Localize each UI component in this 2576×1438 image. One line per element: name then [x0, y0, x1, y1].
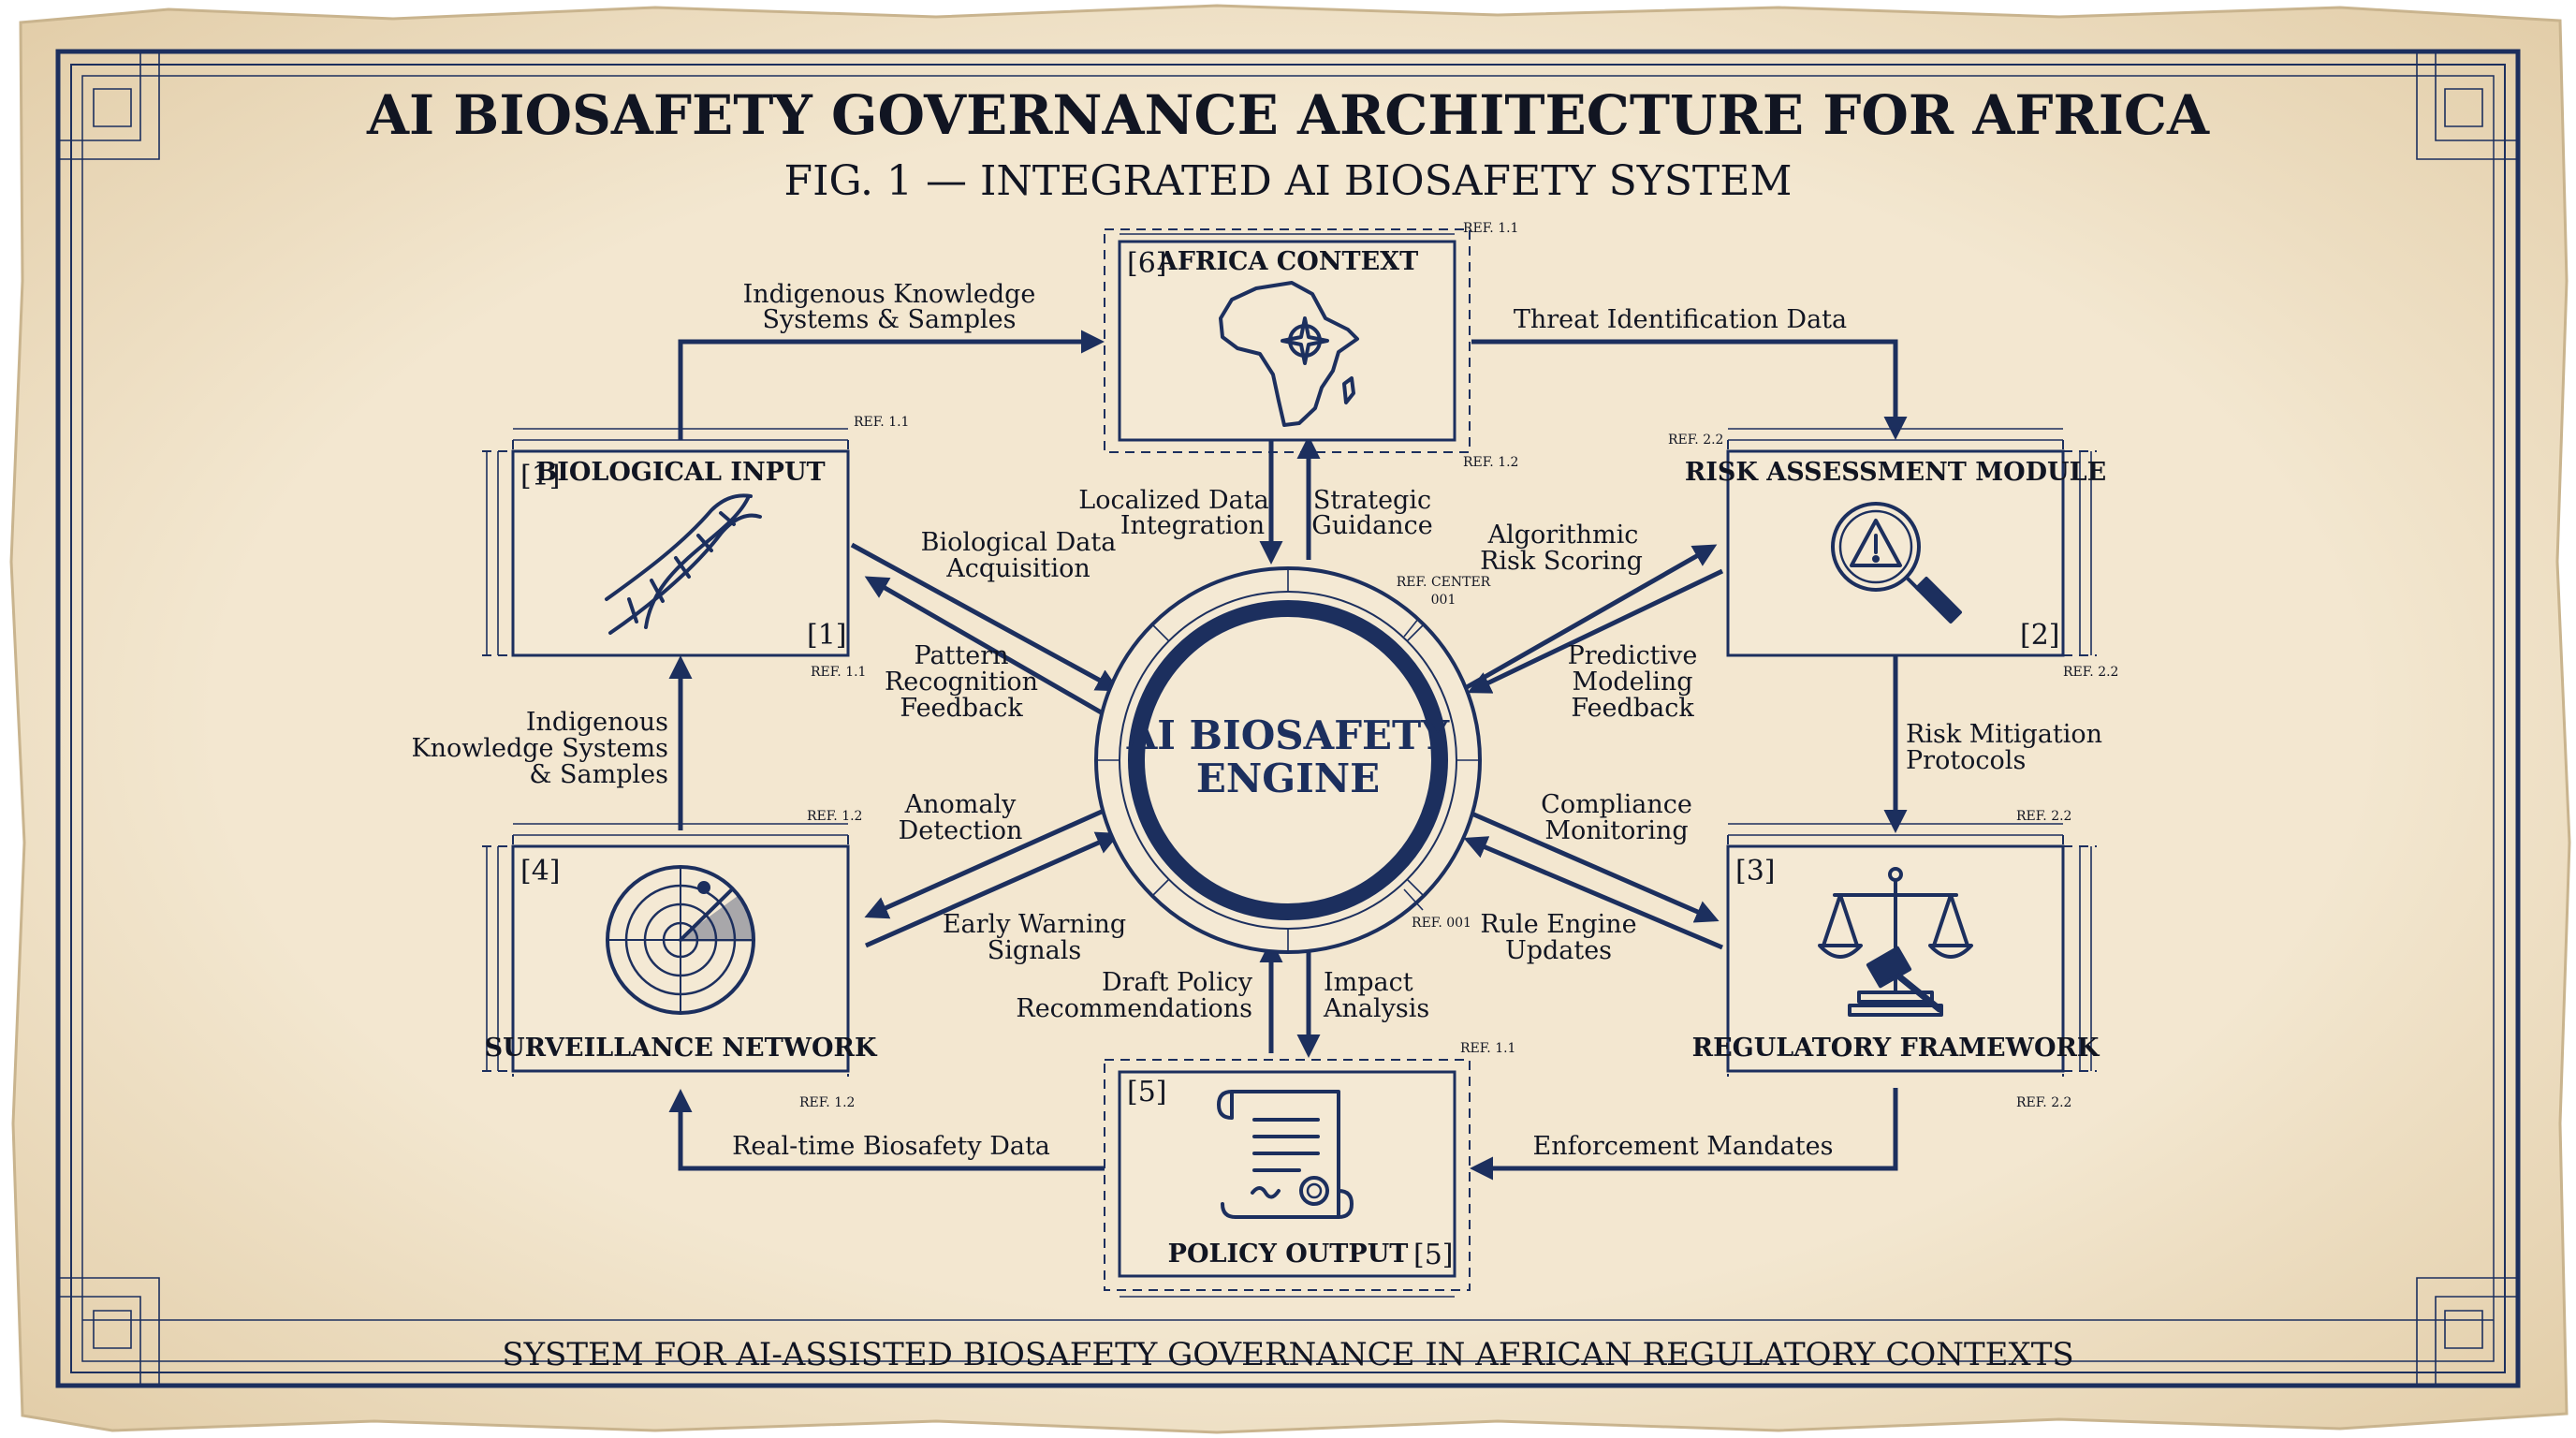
engine-label-line1: AI BIOSAFETY [1126, 712, 1451, 758]
label-pattern-1: Pattern [914, 641, 1008, 670]
label-risk-mitigation-1: Risk Mitigation [1906, 720, 2102, 749]
label-draft-policy-2: Recommendations [1016, 994, 1252, 1023]
label-risk-mitigation-2: Protocols [1906, 746, 2026, 775]
label-strategic-2: Guidance [1311, 511, 1432, 540]
label-anomaly-2: Detection [899, 816, 1023, 845]
label-enforcement: Enforcement Mandates [1533, 1132, 1834, 1161]
policy-num2: [5] [1413, 1239, 1454, 1271]
risk-ref-bottom: REF. 2.2 [2063, 665, 2118, 680]
surv-title: SURVEILLANCE NETWORK [485, 1034, 878, 1063]
box-policy-output: [5] [5] POLICY OUTPUT REF. 1.1 [1104, 1041, 1515, 1298]
label-early-warning-1: Early Warning [943, 910, 1126, 939]
bio-title: BIOLOGICAL INPUT [535, 458, 825, 487]
surv-ref-top: REF. 1.2 [807, 809, 862, 824]
africa-ref-top: REF. 1.1 [1463, 221, 1518, 236]
label-localized-1: Localized Data [1078, 486, 1268, 515]
label-compliance-2: Monitoring [1544, 816, 1688, 845]
label-predictive-1: Predictive [1568, 641, 1698, 670]
label-indigenous-left-1: Indigenous [526, 708, 668, 737]
diagram-subtitle: FIG. 1 — INTEGRATED AI BIOSAFETY SYSTEM [784, 157, 1793, 205]
surv-num: [4] [520, 855, 561, 888]
africa-map-compass-icon [1219, 281, 1359, 427]
reg-ref-top: REF. 2.2 [2016, 809, 2071, 824]
bio-num: [1] [520, 460, 561, 492]
box-risk-assessment: RISK ASSESSMENT MODULE [2] REF. 2.2 REF.… [1668, 428, 2118, 680]
diagram-title: AI BIOSAFETY GOVERNANCE ARCHITECTURE FOR… [366, 83, 2210, 147]
label-rule-engine-2: Updates [1505, 936, 1612, 965]
engine-ref-center-num: 001 [1431, 593, 1456, 608]
connector-labels: Indigenous Knowledge Systems & Samples T… [411, 280, 2102, 1161]
bio-ref-bottom: REF. 1.1 [811, 665, 866, 680]
scales-gavel-icon [1818, 867, 1973, 1017]
reg-title: REGULATORY FRAMEWORK [1692, 1034, 2100, 1063]
surv-ref-bottom: REF. 1.2 [799, 1095, 855, 1110]
label-impact-1: Impact [1324, 968, 1413, 997]
label-bio-acq-2: Acquisition [945, 554, 1090, 583]
label-predictive-2: Modeling [1572, 668, 1692, 697]
label-pattern-3: Feedback [900, 694, 1023, 723]
label-indigenous-left-2: Knowledge Systems [411, 734, 668, 763]
warning-magnifier-icon [1831, 502, 1962, 624]
box-africa-context: [6] AFRICA CONTEXT REF. 1.1 REF. 1.2 [1104, 221, 1518, 470]
engine-ref: REF. 001 [1412, 916, 1471, 931]
box-biological-input: [1] BIOLOGICAL INPUT [1] REF. 1.1 REF. 1… [482, 415, 909, 680]
label-algorithmic-2: Risk Scoring [1480, 547, 1643, 576]
label-threat: Threat Identification Data [1514, 305, 1847, 334]
bio-num2: [1] [807, 619, 847, 652]
ai-biosafety-engine: AI BIOSAFETY ENGINE REF. CENTER 001 REF.… [1094, 566, 1491, 954]
risk-title: RISK ASSESSMENT MODULE [1685, 458, 2106, 487]
bio-ref-top: REF. 1.1 [854, 415, 909, 430]
label-strategic-1: Strategic [1313, 486, 1431, 515]
box-surveillance: [4] SURVEILLANCE NETWORK REF. 1.2 REF. 1… [482, 809, 878, 1110]
risk-ref-top: REF. 2.2 [1668, 433, 1723, 448]
label-indigenous-top-1: Indigenous Knowledge [743, 280, 1036, 309]
policy-title: POLICY OUTPUT [1168, 1240, 1409, 1269]
connector-arrows [668, 330, 1908, 1181]
label-indigenous-left-3: & Samples [529, 760, 668, 789]
diagram-footer: SYSTEM FOR AI-ASSISTED BIOSAFETY GOVERNA… [502, 1336, 2073, 1373]
reg-num: [3] [1735, 855, 1776, 888]
africa-ref-bottom: REF. 1.2 [1463, 455, 1518, 470]
document-seal-icon [1217, 1090, 1354, 1219]
box-regulatory: [3] REGULATORY FRAMEWORK REF. 2.2 REF. 2… [1692, 809, 2100, 1110]
label-realtime: Real-time Biosafety Data [732, 1132, 1050, 1161]
label-predictive-3: Feedback [1571, 694, 1694, 723]
label-localized-2: Integration [1120, 511, 1265, 540]
africa-title: AFRICA CONTEXT [1157, 247, 1418, 276]
label-compliance-1: Compliance [1541, 790, 1692, 819]
label-bio-acq-1: Biological Data [921, 528, 1117, 557]
engine-label-line2: ENGINE [1196, 756, 1380, 801]
africa-num: [6] [1127, 247, 1167, 280]
policy-num: [5] [1127, 1076, 1167, 1108]
label-impact-2: Analysis [1323, 994, 1429, 1023]
decorative-frame [55, 49, 2521, 1388]
label-anomaly-1: Anomaly [904, 790, 1017, 819]
label-indigenous-top-2: Systems & Samples [762, 305, 1016, 334]
reg-ref-bottom: REF. 2.2 [2016, 1095, 2071, 1110]
policy-ref-top: REF. 1.1 [1460, 1041, 1515, 1056]
label-pattern-2: Recognition [885, 668, 1038, 697]
label-rule-engine-1: Rule Engine [1480, 910, 1636, 939]
engine-ref-center: REF. CENTER [1397, 575, 1491, 590]
label-draft-policy-1: Draft Policy [1102, 968, 1253, 997]
radar-icon [606, 865, 755, 1015]
label-early-warning-2: Signals [988, 936, 1081, 965]
risk-num2: [2] [2020, 619, 2060, 652]
dna-helix-icon [605, 493, 762, 635]
label-algorithmic-1: Algorithmic [1487, 521, 1639, 550]
